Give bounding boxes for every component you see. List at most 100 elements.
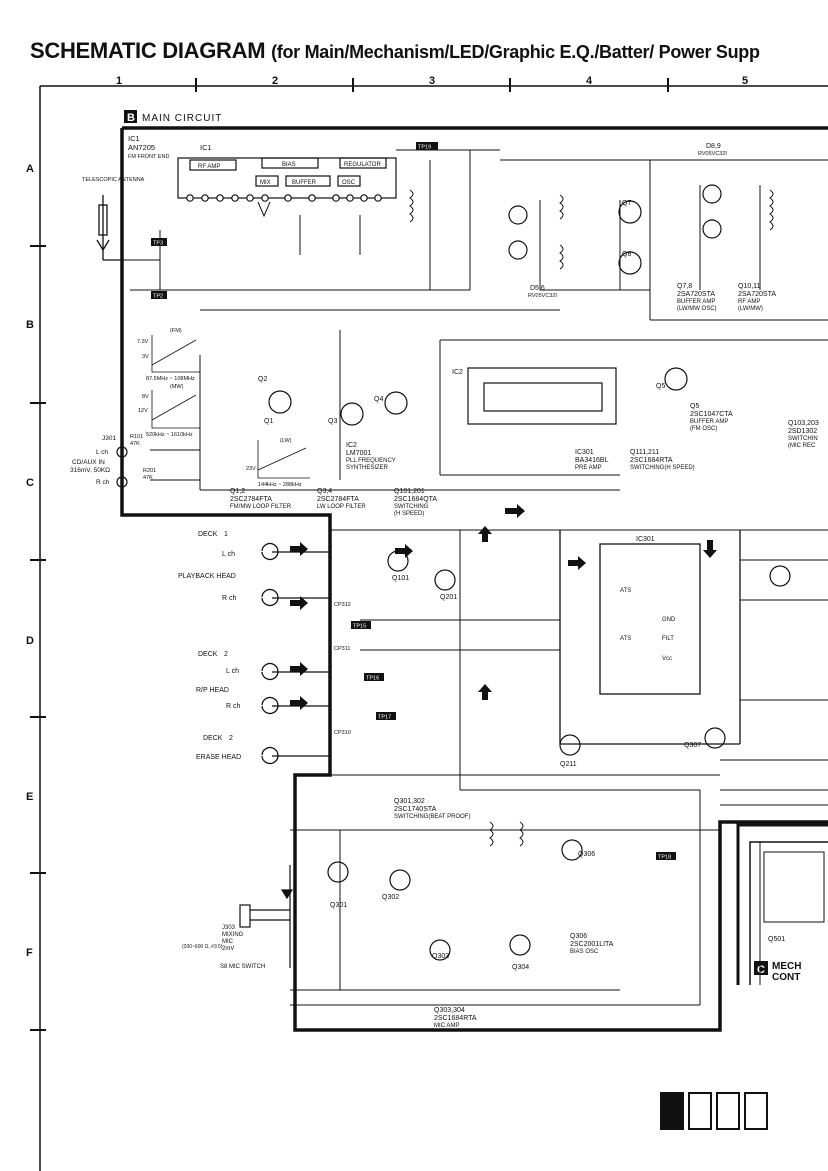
q101-label: Q101,201	[394, 488, 425, 495]
deck2-number: 2	[224, 651, 228, 658]
q1011-desc: RF AMP	[738, 299, 760, 305]
ats-label-2: ATS	[620, 636, 631, 642]
q101-symbol-label: Q101	[392, 575, 409, 582]
cp311-label: CP311	[334, 646, 350, 652]
deck1-rch: R ch	[222, 595, 237, 602]
transistor-symbols-upper	[268, 184, 722, 426]
transistor-symbols-lower	[327, 550, 791, 961]
r201-label: R201	[143, 468, 156, 474]
ic1-desc: FM FRONT END	[128, 154, 169, 160]
column-ruler	[30, 78, 828, 1171]
q4-symbol-label: Q4	[374, 396, 383, 403]
ic1-block	[177, 157, 397, 202]
ic301-label: IC301	[575, 449, 594, 456]
section-main-badge: B MAIN CIRCUIT	[124, 110, 222, 124]
ic2-label: IC2	[346, 442, 357, 449]
q78-label: Q7,8	[677, 283, 692, 290]
q303-symbol-label: Q303	[432, 953, 449, 960]
q306-desc: BIAS OSC	[570, 949, 599, 955]
lw-graph-label: (LW)	[280, 438, 292, 444]
deck1-label: DECK	[198, 531, 218, 538]
title-sub: (for Main/Mechanism/LED/Graphic E.Q./Bat…	[271, 42, 760, 62]
j301-text: J301 L ch R ch CD/AUX IN 316mV, 50KΩ R10…	[70, 434, 156, 486]
ic301-block	[559, 530, 741, 745]
j301-rch: R ch	[96, 479, 110, 486]
ic1-ref: IC1	[128, 134, 140, 143]
q103-desc2: (MIC REC	[788, 443, 816, 449]
q301-part: 2SC1740STA	[394, 806, 437, 813]
playback-head-label: PLAYBACK HEAD	[178, 573, 236, 580]
q301-desc: SWITCHING(BEAT PROOF)	[394, 814, 470, 820]
section-main-letter: B	[127, 112, 135, 124]
page-index-box-1	[660, 1092, 684, 1130]
q1-symbol-label: Q1	[264, 418, 273, 425]
mic-switch-label: S8 MIC SWITCH	[220, 964, 265, 970]
cp310-label: CP310	[334, 730, 351, 736]
main-circuit-border	[120, 126, 828, 1032]
row-labels: A B C D E F	[26, 163, 34, 959]
q1011-desc2: (LW/MW)	[738, 306, 763, 312]
rp-head-label: R/P HEAD	[196, 687, 229, 694]
section-mech-label: MECH	[772, 961, 801, 972]
page-index-boxes	[660, 1092, 768, 1130]
j303-desc: MIXING	[222, 932, 244, 938]
page-index-box-2	[688, 1092, 712, 1130]
osc-label: OSC	[342, 180, 356, 186]
rf-amp-label: RF AMP	[198, 164, 220, 170]
mw-graph-v12: 12V	[138, 408, 148, 414]
q2-symbol-label: Q2	[258, 376, 267, 383]
row-label-f: F	[26, 947, 33, 959]
row-label-c: C	[26, 477, 34, 489]
tp18-label: TP18	[658, 855, 671, 861]
d89-part: RV05VC32I	[698, 151, 727, 157]
column-labels: 1 2 3 4 5	[116, 75, 748, 87]
ic301-box-label: IC301	[636, 536, 655, 543]
tp2-label: TP2	[153, 294, 163, 300]
transistor-labels-upper: Q7 Q8 Q1 Q2 Q3 Q4 Q5	[258, 200, 665, 425]
q3034-label: Q303,304	[434, 1007, 465, 1014]
q101-part: 2SC1684QTA	[394, 496, 437, 503]
mech-box-border	[736, 823, 828, 985]
tuning-graphs	[151, 335, 310, 479]
signal-arrows	[290, 504, 717, 710]
test-points: TP19 TP3 TP2 TP15 TP16 TP17 TP18	[151, 142, 676, 861]
ic301-box-text: IC301 ATS ATS FILT GND Vcc	[620, 536, 676, 662]
section-mech-letter: C	[757, 964, 765, 976]
title-main: SCHEMATIC DIAGRAM	[30, 38, 266, 63]
section-main-label: MAIN CIRCUIT	[142, 113, 222, 124]
transistor-labels-lower: Q101 Q201 Q211 Q307 Q301 Q302 Q303 Q304 …	[330, 575, 785, 971]
r201-value: 47K	[143, 475, 153, 481]
q3-symbol-label: Q3	[328, 418, 337, 425]
lower-traces	[290, 529, 828, 1006]
q78-part: 2SA720STA	[677, 291, 715, 298]
deck2b-number: 2	[229, 735, 233, 742]
tp19-label: TP19	[418, 145, 431, 151]
ic2-text: IC2 IC2 LM7001 PLL FREQUENCY SYNTHESIZER…	[230, 369, 695, 517]
q101-desc: SWITCHING	[394, 504, 429, 510]
column-label-2: 2	[272, 75, 278, 87]
ic1-text: IC1 AN7205 FM FRONT END IC1 RF AMP BIAS …	[128, 134, 381, 186]
q5-desc: BUFFER AMP	[690, 419, 728, 425]
vcc-label: Vcc	[662, 656, 672, 662]
j303-jack	[239, 865, 294, 968]
q306-symbol-label: Q306	[578, 851, 595, 858]
d89-label: D8,9	[706, 143, 721, 150]
cp312-label: CP312	[334, 602, 351, 608]
row-label-d: D	[26, 635, 34, 647]
r101-value: 47K	[130, 441, 140, 447]
column-label-1: 1	[116, 75, 122, 87]
page-index-box-3	[716, 1092, 740, 1130]
antenna-symbol	[96, 195, 122, 261]
q111-part: 2SC1684RTA	[630, 457, 673, 464]
j303-desc4: (200~600 Ω, #3.5)	[182, 944, 223, 950]
upper-traces	[122, 149, 828, 491]
fm-graph-freq: 87.5MHz ~ 108MHz	[146, 376, 195, 382]
ats-label-1: ATS	[620, 588, 631, 594]
deck1-number: 1	[224, 531, 228, 538]
q111-label: Q111,211	[630, 449, 659, 456]
q8-symbol-label: Q8	[622, 251, 631, 258]
q12-desc: FM/MW LOOP FILTER	[230, 504, 292, 510]
j303-desc3: 2mV	[222, 946, 234, 952]
erase-head-label: ERASE HEAD	[196, 754, 241, 761]
